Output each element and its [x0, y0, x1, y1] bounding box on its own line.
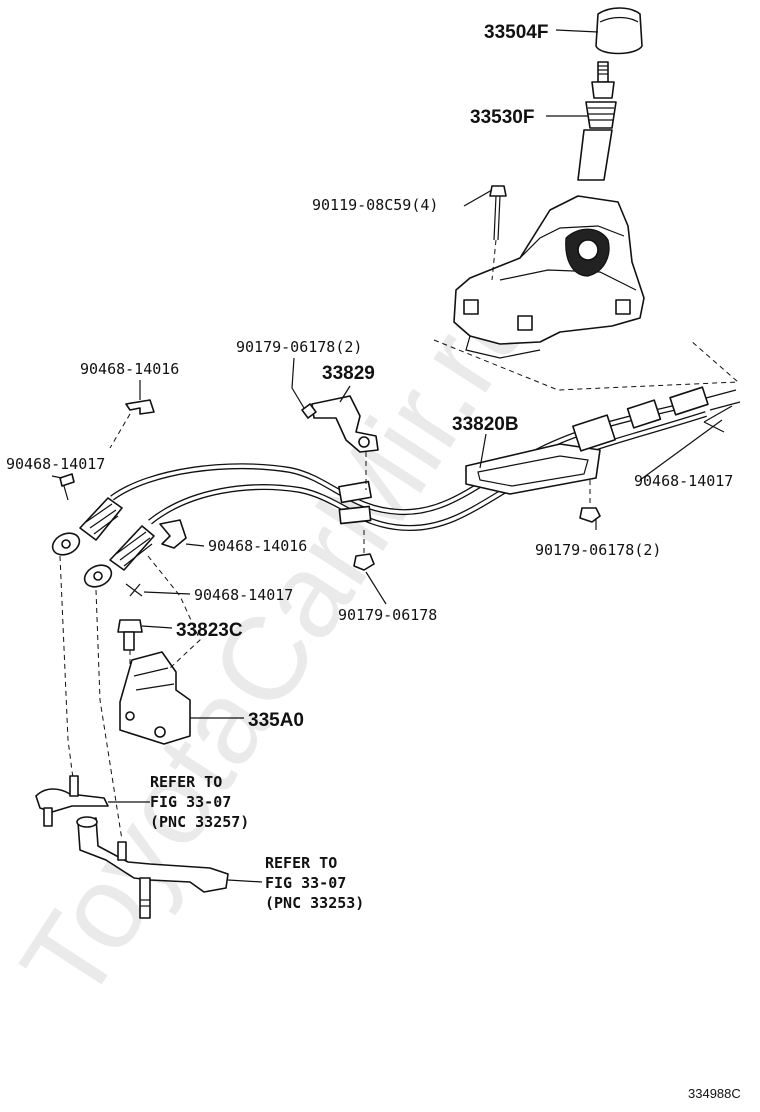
label-clip-top-left: 90468-14016 — [80, 360, 179, 378]
control-cable-assembly[interactable] — [49, 386, 741, 591]
shift-knob[interactable] — [595, 7, 643, 55]
nut-right[interactable] — [579, 480, 601, 523]
refer-2-line1: REFER TO — [265, 854, 337, 872]
shift-arm-lower[interactable] — [76, 816, 229, 919]
lever-housing[interactable] — [453, 195, 645, 359]
label-nut-bracket-top: 90179-06178(2) — [236, 338, 362, 356]
label-bracket: 33829 — [322, 363, 375, 384]
label-clip-mid: 90468-14016 — [208, 537, 307, 555]
nut-center[interactable] — [353, 530, 375, 571]
refer-2-line3: (PNC 33253) — [265, 894, 364, 912]
refer-1-line3: (PNC 33257) — [150, 813, 249, 831]
label-boot: 33530F — [470, 107, 534, 128]
clip-top-left[interactable] — [109, 399, 155, 449]
leader-lines — [51, 29, 723, 883]
label-nut-right: 90179-06178(2) — [535, 541, 661, 559]
label-pin-left: 90468-14017 — [6, 455, 105, 473]
pin-right[interactable] — [703, 405, 733, 433]
illustration-id: 334988C — [688, 1086, 741, 1101]
bolt-lever-mount[interactable] — [489, 185, 507, 281]
lever-shaft[interactable] — [591, 61, 615, 99]
label-nut-center: 90179-06178 — [338, 606, 437, 624]
label-knob: 33504F — [484, 22, 548, 43]
refer-1-line1: REFER TO — [150, 773, 222, 791]
label-cable-bracket: 335A0 — [248, 710, 304, 731]
label-cable-assy: 33820B — [452, 414, 519, 435]
label-bolt-bracket: 33823C — [176, 620, 243, 641]
clip-mid[interactable] — [159, 519, 187, 549]
label-pin-mid: 90468-14017 — [194, 586, 293, 604]
bolt-bracket[interactable] — [117, 619, 143, 664]
shift-boot[interactable] — [577, 101, 617, 181]
refer-2-line2: FIG 33-07 — [265, 874, 346, 892]
pin-mid[interactable] — [125, 583, 143, 597]
pin-left[interactable] — [59, 473, 75, 501]
cable-bracket-upper[interactable] — [291, 387, 379, 490]
label-pin-right: 90468-14017 — [634, 472, 733, 490]
shift-arm-upper[interactable] — [35, 775, 109, 827]
label-bolt-lever: 90119-08C59(4) — [312, 196, 438, 214]
cable-bracket-lower[interactable] — [119, 555, 201, 745]
refer-1-line2: FIG 33-07 — [150, 793, 231, 811]
